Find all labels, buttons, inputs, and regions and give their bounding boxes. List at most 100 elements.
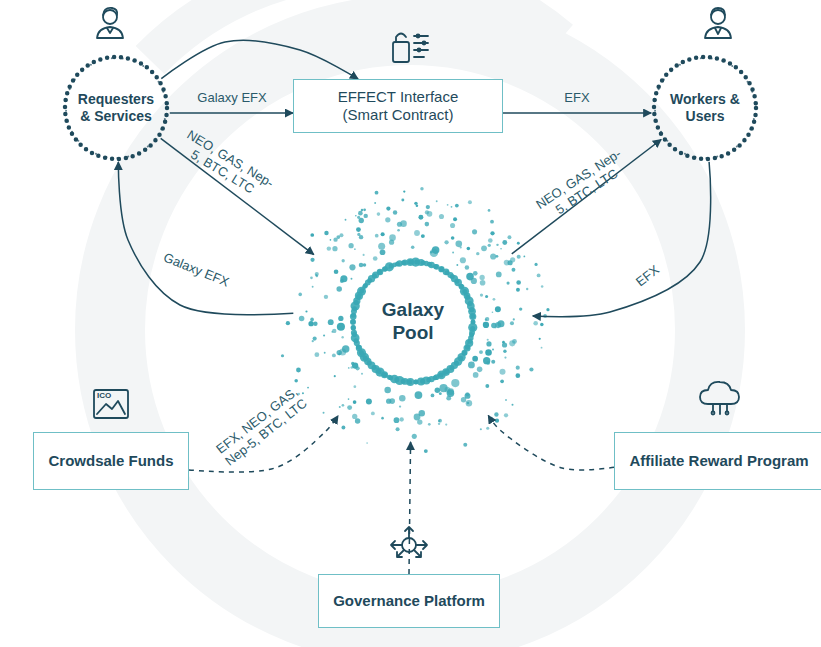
pool-dot bbox=[354, 248, 356, 250]
pool-dot bbox=[472, 356, 478, 362]
pool-dot bbox=[351, 278, 353, 280]
pool-dot bbox=[537, 273, 541, 277]
pool-dot bbox=[294, 379, 298, 383]
pool-dot bbox=[401, 199, 404, 202]
pool-dot bbox=[381, 417, 384, 420]
pool-dot bbox=[313, 337, 317, 341]
pool-dot bbox=[415, 391, 423, 399]
pool-dot bbox=[516, 288, 520, 292]
pool-dot bbox=[340, 279, 344, 283]
pool-dot bbox=[540, 323, 544, 327]
pool-dot bbox=[314, 352, 319, 357]
pool-dot bbox=[473, 372, 479, 378]
pool-dot bbox=[480, 293, 483, 296]
pool-dot bbox=[374, 202, 376, 204]
edge-label: Galaxy EFX bbox=[151, 246, 240, 294]
pool-dot bbox=[361, 209, 364, 212]
pool-dot bbox=[485, 384, 489, 388]
pool-dot bbox=[468, 200, 472, 204]
pool-dot bbox=[396, 427, 400, 431]
pool-dot bbox=[485, 317, 489, 321]
pool-dot bbox=[486, 341, 491, 346]
pool-dot bbox=[539, 338, 541, 340]
pool-dot bbox=[488, 209, 491, 212]
pool-dot bbox=[399, 395, 406, 402]
pool-dot bbox=[455, 240, 462, 247]
pool-dot bbox=[502, 240, 507, 245]
pool-dot bbox=[496, 244, 498, 246]
pool-dot bbox=[356, 227, 361, 232]
pool-dot bbox=[355, 215, 357, 217]
pool-dot bbox=[490, 231, 494, 235]
pool-dot bbox=[483, 357, 490, 364]
pool-dot bbox=[327, 246, 331, 250]
pool-dot bbox=[430, 249, 438, 257]
edge-label: EFX bbox=[552, 91, 602, 106]
pool-dot bbox=[464, 393, 470, 399]
pool-dot bbox=[431, 394, 435, 398]
pool-dot bbox=[355, 366, 359, 370]
pool-dot bbox=[313, 322, 317, 326]
edge-label: Galaxy EFX bbox=[187, 91, 277, 106]
pool-dot bbox=[310, 318, 314, 322]
pool-dot bbox=[357, 233, 360, 236]
pool-dot bbox=[435, 388, 441, 394]
edge-label: EFX, NEO, GAS, Nep-5, BTC, LTC bbox=[207, 380, 317, 475]
pool-dot bbox=[439, 384, 447, 392]
pool-dot bbox=[487, 339, 489, 341]
pool-dot bbox=[359, 263, 364, 268]
circle-node: Galaxy Pool bbox=[293, 202, 533, 442]
pool-dot bbox=[513, 318, 515, 320]
pool-dot bbox=[386, 206, 390, 210]
pool-dot bbox=[310, 233, 314, 237]
pool-dot bbox=[414, 230, 420, 236]
pool-dot bbox=[340, 275, 347, 282]
pool-dot bbox=[332, 329, 336, 333]
pool-dot bbox=[308, 321, 313, 326]
pool-dot bbox=[476, 252, 479, 255]
pool-dot bbox=[394, 417, 400, 423]
pool-dot bbox=[496, 255, 499, 258]
pool-dot bbox=[483, 322, 489, 328]
pool-dot bbox=[438, 423, 440, 425]
pool-dot bbox=[345, 219, 347, 221]
pool-dot bbox=[349, 264, 355, 270]
pool-dot bbox=[386, 398, 391, 403]
pool-dot bbox=[491, 323, 496, 328]
pool-dot bbox=[477, 367, 483, 373]
person-icon bbox=[97, 8, 123, 38]
dashed-arrow bbox=[488, 415, 614, 470]
pool-dot bbox=[315, 274, 317, 276]
flow-arrow bbox=[503, 112, 651, 114]
pool-dot bbox=[393, 210, 397, 214]
pool-dot bbox=[490, 417, 492, 419]
pool-dot bbox=[463, 443, 467, 447]
pool-dot bbox=[500, 248, 502, 250]
pool-dot bbox=[310, 276, 313, 279]
pool-dot bbox=[479, 350, 483, 354]
pool-dot bbox=[359, 218, 364, 223]
pool-dot bbox=[490, 220, 494, 224]
pool-dot bbox=[316, 275, 318, 277]
pool-dot bbox=[324, 352, 326, 354]
pool-dot bbox=[450, 223, 455, 228]
pool-dot bbox=[493, 298, 496, 301]
pool-dot bbox=[421, 234, 425, 238]
process-box: EFFECT Interface(Smart Contract) bbox=[293, 79, 503, 133]
pool-dot bbox=[298, 293, 302, 297]
pool-dot bbox=[363, 208, 366, 211]
pool-dot bbox=[334, 269, 339, 274]
pool-dot bbox=[512, 339, 517, 344]
process-box: Affiliate Reward Program bbox=[614, 432, 821, 490]
pool-dot bbox=[414, 414, 421, 421]
pool-dot bbox=[324, 231, 328, 235]
pool-dot bbox=[502, 341, 505, 344]
node-text: (Smart Contract) bbox=[343, 106, 454, 124]
pool-dot bbox=[339, 233, 343, 237]
pool-dot bbox=[517, 255, 521, 259]
pool-dot bbox=[400, 220, 407, 227]
flow-arrow bbox=[170, 112, 293, 114]
pool-dot bbox=[473, 271, 478, 276]
pool-dot bbox=[517, 242, 520, 245]
pool-dot bbox=[341, 336, 343, 338]
